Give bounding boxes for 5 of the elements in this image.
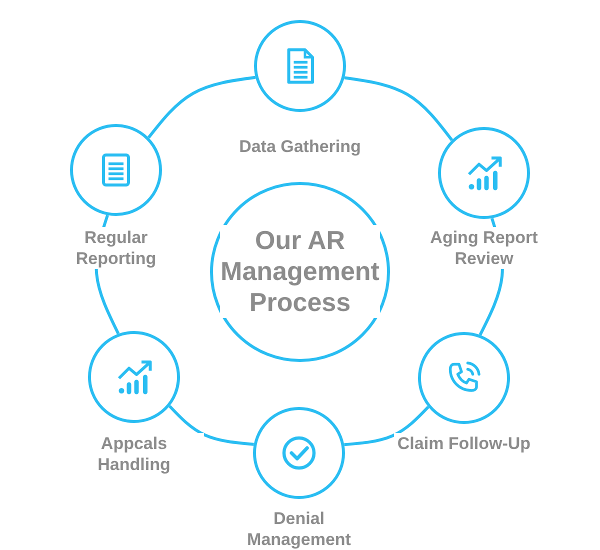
connector-arc xyxy=(168,405,254,446)
connector-arc xyxy=(344,76,454,141)
connector-arc xyxy=(344,406,430,446)
center-title: Our AR Management Process xyxy=(220,225,380,318)
connector-arc xyxy=(147,76,256,138)
